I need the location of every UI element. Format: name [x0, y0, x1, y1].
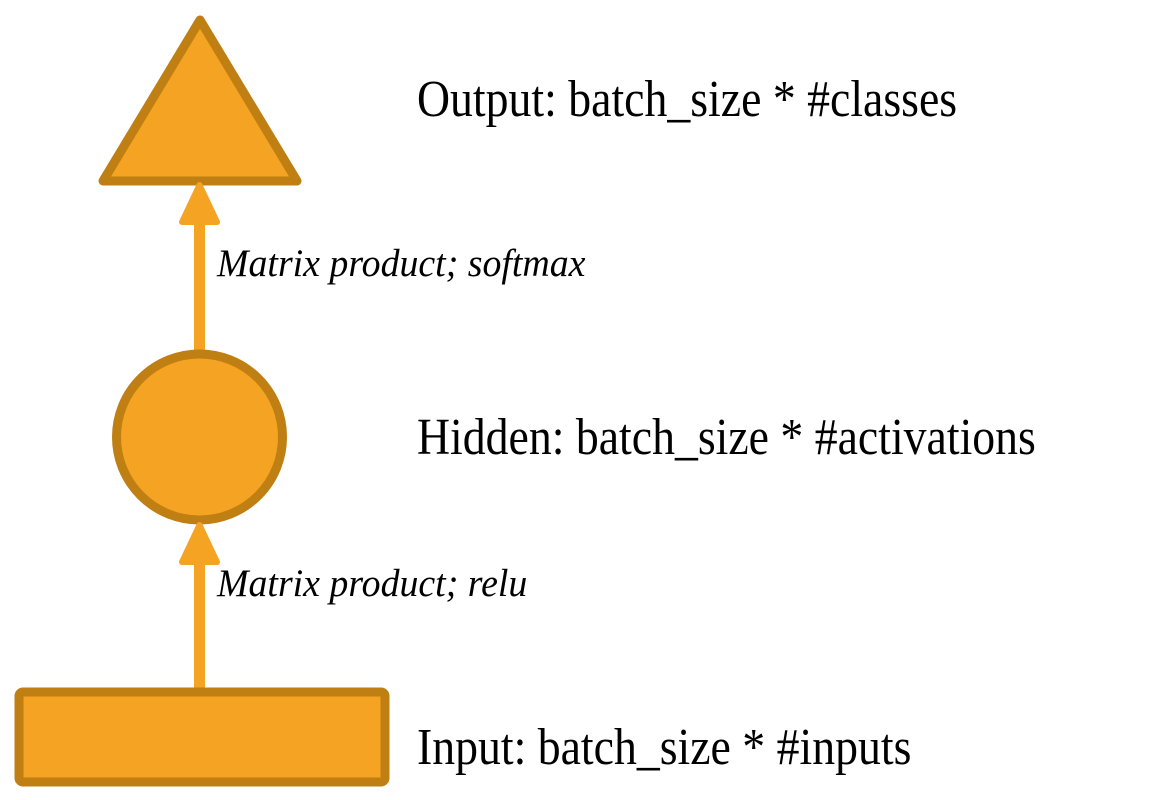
output-layer-label: Output: batch_size * #classes — [417, 71, 958, 128]
arrow-head — [179, 182, 220, 225]
arrow-shaft — [194, 545, 205, 691]
arrow-head — [179, 522, 220, 565]
rectangle-shape[interactable] — [14, 687, 390, 787]
up-arrow-icon[interactable] — [179, 522, 220, 691]
hidden-layer-label: Hidden: batch_size * #activations — [417, 409, 1036, 466]
edge-label-relu: Matrix product; relu — [217, 562, 528, 605]
edge-label-softmax: Matrix product; softmax — [217, 242, 586, 285]
up-arrow-icon[interactable] — [179, 182, 220, 355]
circle-shape[interactable] — [112, 349, 287, 525]
input-layer-label: Input: batch_size * #inputs — [417, 719, 912, 776]
triangle-shape[interactable] — [98, 15, 302, 186]
arrow-shaft — [194, 205, 205, 355]
